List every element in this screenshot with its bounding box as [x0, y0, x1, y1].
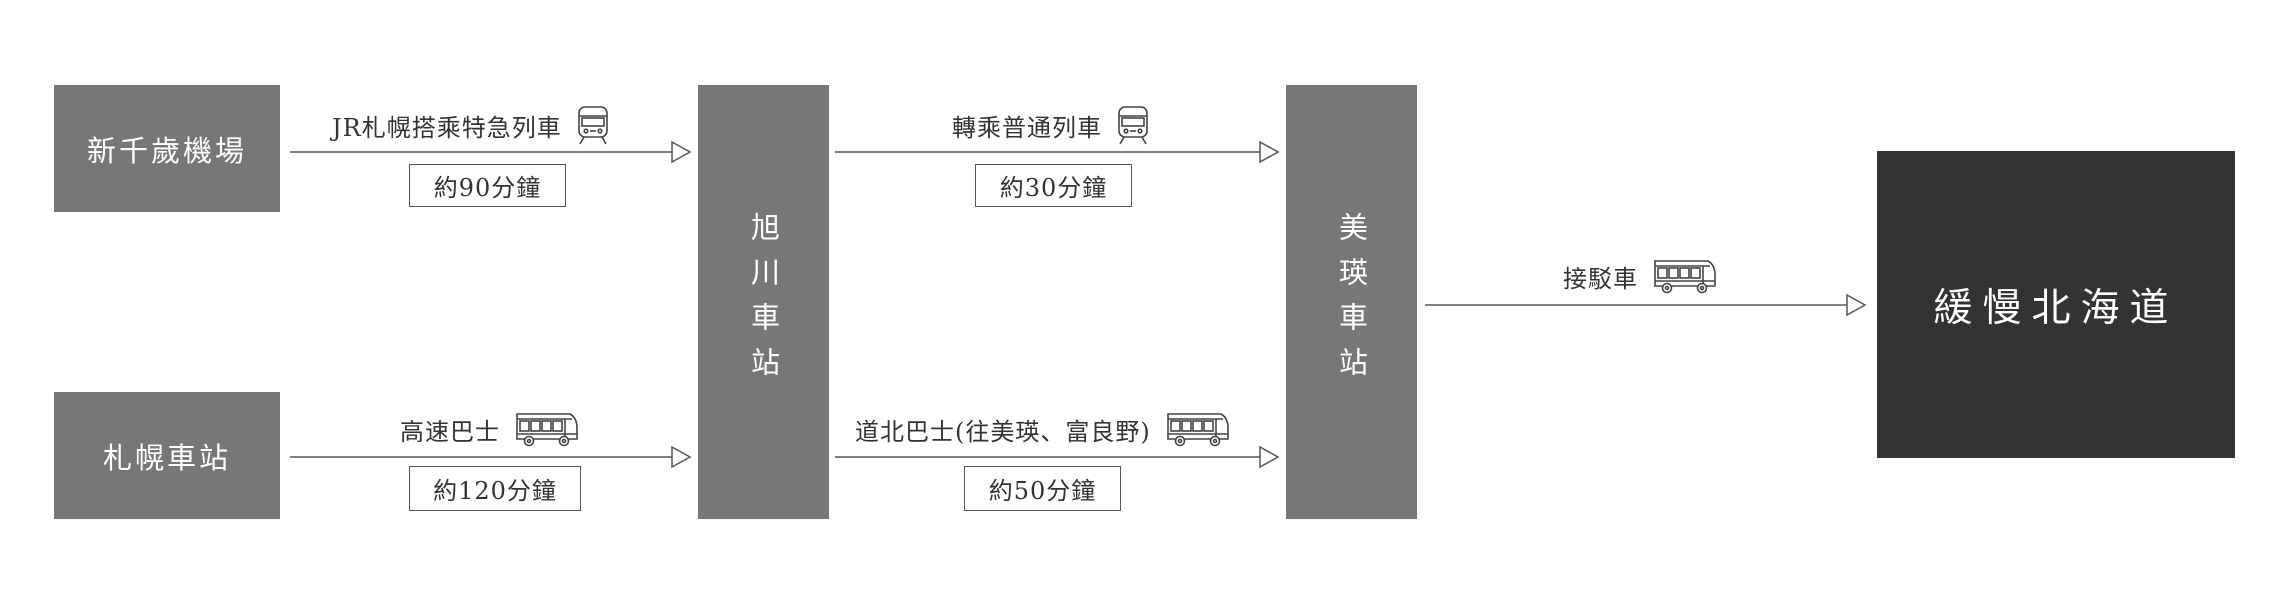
node-asahikawa: 旭川車站 — [698, 85, 829, 519]
route-local-train-time: 約30分鐘 — [975, 164, 1132, 207]
route-jr-express: JR札幌搭乘特急列車 — [332, 104, 610, 146]
node-destination: 緩慢北海道 — [1877, 151, 2235, 458]
route-jr-express-label: JR札幌搭乘特急列車 — [332, 113, 562, 142]
bus-icon — [514, 410, 580, 448]
bus-icon — [1652, 257, 1718, 295]
route-express-bus: 高速巴士 — [400, 408, 580, 450]
node-new-chitose-label: 新千歲機場 — [86, 133, 247, 168]
train-icon — [1116, 104, 1150, 146]
node-sapporo: 札幌車站 — [54, 392, 280, 519]
arrowhead-sapporo-asahikawa — [671, 445, 692, 469]
bus-icon — [1165, 410, 1231, 448]
arrowhead-biei-destination — [1846, 293, 1867, 317]
route-shuttle: 接駁車 — [1563, 255, 1718, 297]
route-dohoku-bus: 道北巴士(往美瑛、富良野) — [855, 408, 1231, 450]
train-icon — [576, 104, 610, 146]
route-express-bus-time-text: 約120分鐘 — [433, 477, 557, 505]
route-express-bus-label: 高速巴士 — [400, 417, 500, 446]
route-shuttle-label: 接駁車 — [1563, 264, 1638, 293]
node-new-chitose: 新千歲機場 — [54, 85, 280, 212]
route-local-train: 轉乘普通列車 — [952, 104, 1150, 146]
route-jr-express-time-text: 約90分鐘 — [433, 174, 542, 202]
arrowhead-chitose-asahikawa — [671, 140, 692, 164]
node-biei-label: 美瑛車站 — [1334, 212, 1369, 392]
route-dohoku-bus-time-text: 約50分鐘 — [988, 477, 1097, 505]
node-destination-label: 緩慢北海道 — [1933, 285, 2179, 331]
arrowhead-asahikawa-biei-train — [1259, 140, 1280, 164]
node-biei: 美瑛車站 — [1286, 85, 1417, 519]
node-sapporo-label: 札幌車站 — [102, 440, 231, 475]
route-dohoku-bus-time: 約50分鐘 — [964, 466, 1121, 511]
node-asahikawa-label: 旭川車站 — [746, 212, 781, 392]
route-local-train-label: 轉乘普通列車 — [952, 113, 1102, 142]
route-dohoku-bus-label: 道北巴士(往美瑛、富良野) — [855, 417, 1151, 446]
route-local-train-time-text: 約30分鐘 — [999, 174, 1108, 202]
route-express-bus-time: 約120分鐘 — [409, 466, 581, 511]
arrowhead-asahikawa-biei-bus — [1259, 445, 1280, 469]
route-jr-express-time: 約90分鐘 — [409, 164, 566, 207]
